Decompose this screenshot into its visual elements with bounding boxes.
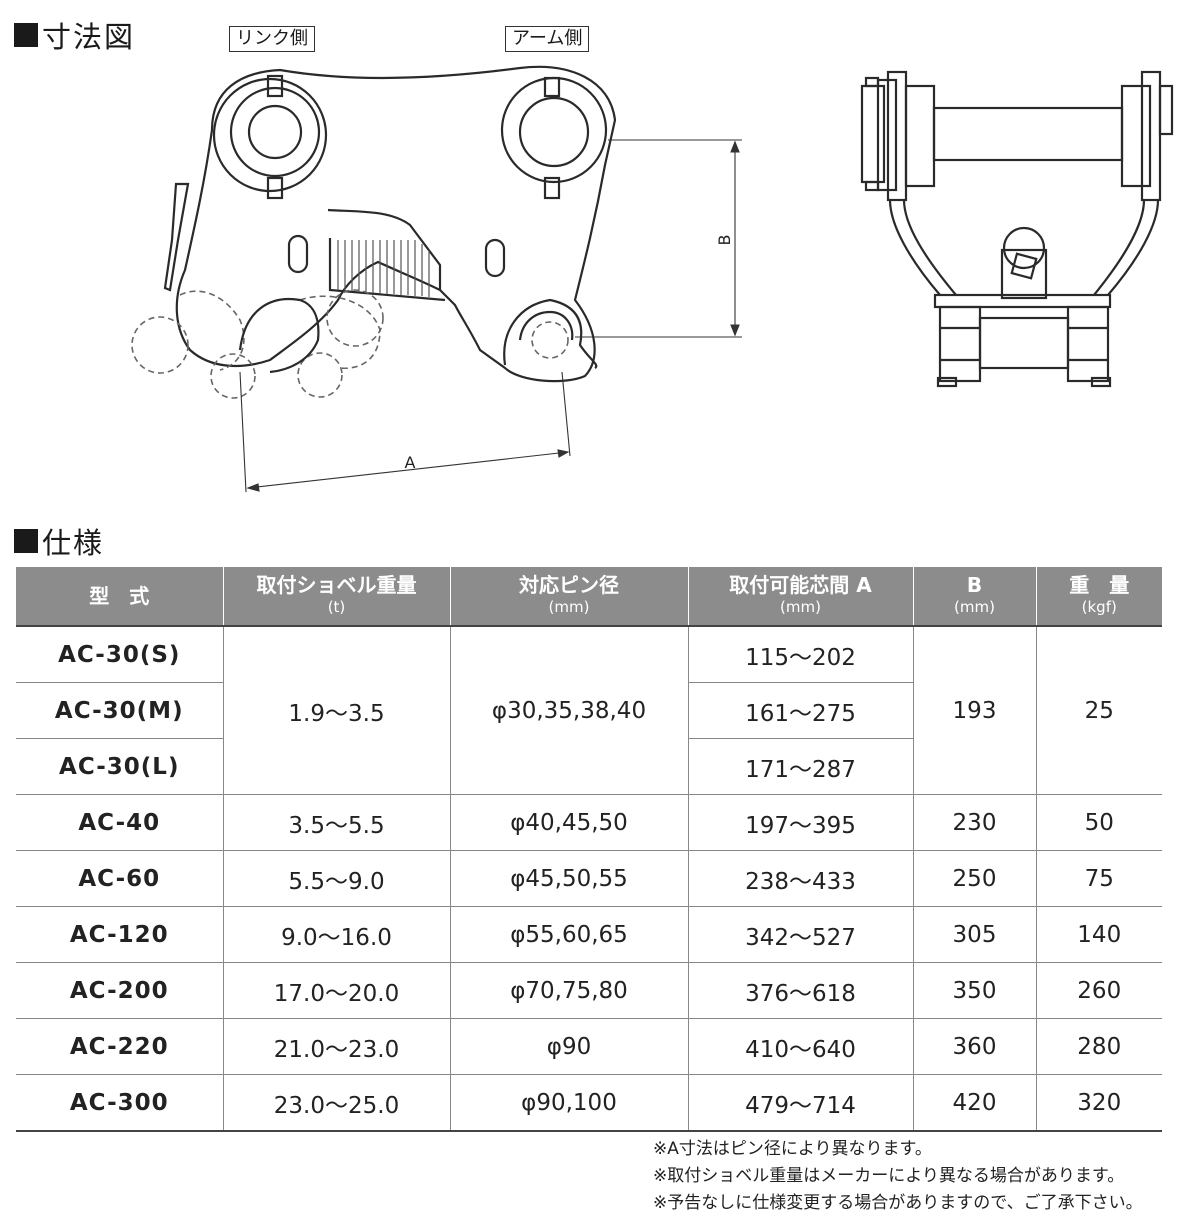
- arm-side-label: アーム側: [505, 26, 590, 52]
- model-cell: AC-120: [16, 906, 223, 963]
- link-pin-boss-mid: [229, 86, 321, 178]
- side-view: [860, 70, 1174, 388]
- a-cell: 197〜395: [687, 794, 913, 851]
- b-cell: 305: [912, 906, 1036, 963]
- table-row: AC-200 17.0〜20.0 φ70,75,80 376〜618 350 2…: [16, 962, 1162, 1019]
- footnotes: ※A寸法はピン径により異なります。 ※取付ショベル重量はメーカーにより異なる場合…: [653, 1136, 1143, 1217]
- model-cell: AC-300: [16, 1074, 223, 1132]
- pin-cell: φ45,50,55: [449, 850, 688, 907]
- a-cell: 342〜527: [687, 906, 913, 963]
- pin-cell: φ90: [449, 1018, 688, 1075]
- footnote: ※取付ショベル重量はメーカーにより異なる場合があります。: [653, 1166, 1125, 1186]
- a-cell: 115〜202: [687, 625, 913, 683]
- plate-outline: [175, 65, 617, 383]
- header-pin-diameter: 対応ピン径(mm): [449, 567, 688, 626]
- model-cell: AC-60: [16, 850, 223, 907]
- kgf-cell: 75: [1035, 850, 1162, 907]
- a-cell: 161〜275: [687, 682, 913, 739]
- weight-cell: 9.0〜16.0: [222, 906, 450, 963]
- table-row: AC-120 9.0〜16.0 φ55,60,65 342〜527 305 14…: [16, 906, 1162, 963]
- pin-cell: φ55,60,65: [449, 906, 688, 963]
- weight-cell: 21.0〜23.0: [222, 1018, 450, 1075]
- header-weight: 重 量(kgf): [1035, 567, 1162, 626]
- b-cell: 360: [912, 1018, 1036, 1075]
- dimension-a-label: A: [405, 453, 416, 472]
- thread-lines: [337, 240, 430, 297]
- weight-cell: 1.9〜3.5: [222, 625, 450, 795]
- pin-cell: φ40,45,50: [449, 794, 688, 851]
- weight-cell: 3.5〜5.5: [222, 794, 450, 851]
- link-pin-hole: [247, 104, 303, 160]
- pin-cell: φ90,100: [449, 1074, 688, 1132]
- kgf-cell: 280: [1035, 1018, 1162, 1075]
- pin-cell: φ70,75,80: [449, 962, 688, 1019]
- footnote: ※予告なしに仕様変更する場合がありますので、ご了承下さい。: [653, 1193, 1143, 1213]
- footnote: ※A寸法はピン径により異なります。: [653, 1139, 932, 1159]
- header-center-distance-a: 取付可能芯間 A(mm): [687, 567, 913, 626]
- model-cell: AC-30(M): [16, 682, 223, 739]
- b-cell: 193: [912, 625, 1036, 795]
- square-bullet-icon: [14, 23, 38, 47]
- a-cell: 376〜618: [687, 962, 913, 1019]
- header-model: 型 式: [16, 567, 223, 626]
- a-cell: 479〜714: [687, 1074, 913, 1132]
- kgf-cell: 260: [1035, 962, 1162, 1019]
- table-header-row: 型 式 取付ショベル重量(t) 対応ピン径(mm) 取付可能芯間 A(mm) B…: [16, 567, 1162, 626]
- b-cell: 350: [912, 962, 1036, 1019]
- weight-cell: 23.0〜25.0: [222, 1074, 450, 1132]
- kgf-cell: 320: [1035, 1074, 1162, 1132]
- b-cell: 420: [912, 1074, 1036, 1132]
- model-cell: AC-30(S): [16, 625, 223, 683]
- kgf-cell: 140: [1035, 906, 1162, 963]
- header-excavator-weight: 取付ショベル重量(t): [222, 567, 450, 626]
- arm-pin-boss-inner: [518, 96, 590, 168]
- dimensions-title: 寸法図: [14, 14, 135, 56]
- weight-cell: 17.0〜20.0: [222, 962, 450, 1019]
- kgf-cell: 25: [1035, 625, 1162, 795]
- table-row: AC-60 5.5〜9.0 φ45,50,55 238〜433 250 75: [16, 850, 1162, 907]
- weight-cell: 5.5〜9.0: [222, 850, 450, 907]
- model-cell: AC-220: [16, 1018, 223, 1075]
- link-side-label: リンク側: [229, 26, 315, 52]
- spec-table: 型 式 取付ショベル重量(t) 対応ピン径(mm) 取付可能芯間 A(mm) B…: [16, 567, 1162, 1132]
- table-row: AC-40 3.5〜5.5 φ40,45,50 197〜395 230 50: [16, 794, 1162, 851]
- header-b: B(mm): [912, 567, 1036, 626]
- model-cell: AC-40: [16, 794, 223, 851]
- table-row: AC-220 21.0〜23.0 φ90 410〜640 360 280: [16, 1018, 1162, 1075]
- square-bullet-icon: [14, 529, 38, 553]
- table-row: AC-300 23.0〜25.0 φ90,100 479〜714 420 320: [16, 1074, 1162, 1132]
- model-cell: AC-30(L): [16, 738, 223, 795]
- pin-cell: φ30,35,38,40: [449, 625, 688, 795]
- b-cell: 230: [912, 794, 1036, 851]
- dimension-b-label: B: [715, 235, 734, 246]
- a-cell: 410〜640: [687, 1018, 913, 1075]
- model-cell: AC-200: [16, 962, 223, 1019]
- a-cell: 171〜287: [687, 738, 913, 795]
- dimension-drawing: B A: [131, 65, 1174, 493]
- spec-title: 仕様: [14, 520, 104, 562]
- kgf-cell: 50: [1035, 794, 1162, 851]
- a-cell: 238〜433: [687, 850, 913, 907]
- link-pin-boss-outer: [212, 77, 328, 193]
- b-cell: 250: [912, 850, 1036, 907]
- table-row: AC-30(M) 161〜275: [16, 682, 1162, 739]
- table-row: AC-30(L) 171〜287: [16, 738, 1162, 795]
- table-row: AC-30(S) 1.9〜3.5 φ30,35,38,40 115〜202 19…: [16, 625, 1162, 795]
